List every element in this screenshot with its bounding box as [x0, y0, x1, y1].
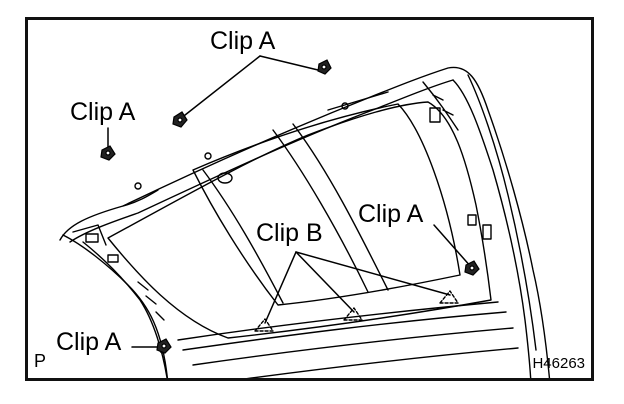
- lid-outer-edge: [59, 66, 551, 378]
- clip-a-icon-top-left: [172, 111, 188, 128]
- left-hinge: [62, 234, 169, 378]
- leader-clip-a-top-left: [179, 55, 261, 120]
- leader-clip-b-1: [264, 251, 297, 324]
- leader-clip-a-right: [433, 224, 473, 269]
- inner-crease-3: [202, 169, 284, 304]
- top-panel-detail: [122, 91, 389, 207]
- clip-b-mark-1: [254, 318, 274, 332]
- trunk-lid-illustration: [59, 55, 551, 378]
- leader-clip-b-2: [295, 251, 355, 313]
- clip-a-icon-top-right: [317, 59, 332, 75]
- label-clip-a-left: Clip A: [70, 98, 136, 126]
- leader-clip-b-3: [295, 251, 451, 296]
- clip-b-mark-3: [439, 290, 459, 304]
- left-hinge-2: [82, 241, 168, 378]
- label-clip-a-bottom: Clip A: [56, 328, 122, 356]
- lid-right-flange-2: [467, 74, 537, 351]
- figure-id: H46263: [532, 355, 585, 372]
- inner-crease-2: [292, 123, 389, 291]
- leader-clip-a-top-right: [259, 55, 319, 71]
- insulator-outline: [107, 101, 492, 339]
- bottom-rail-3: [192, 327, 514, 366]
- label-clip-a-top: Clip A: [210, 27, 276, 55]
- lid-right-flange: [452, 79, 532, 378]
- bottom-rail-2: [182, 311, 507, 351]
- clip-b-mark-2: [343, 307, 363, 321]
- bottom-rail-1: [177, 301, 499, 341]
- label-clip-b: Clip B: [256, 219, 323, 247]
- inner-panel: [192, 103, 461, 306]
- inner-crease-1: [272, 129, 369, 293]
- corner-marker: P: [34, 351, 47, 371]
- insulator-hole: [217, 172, 233, 184]
- right-hinge: [422, 81, 459, 131]
- bottom-rail-4: [246, 347, 519, 378]
- label-clip-a-right: Clip A: [358, 200, 424, 228]
- clip-a-icon-left: [100, 145, 116, 161]
- clip-a-icon-bottom: [156, 338, 172, 354]
- clip-a-icon-right: [464, 260, 480, 276]
- diagram-frame: Clip A Clip A Clip A Clip B Clip A P H46…: [25, 17, 594, 381]
- left-hinge-3: [72, 224, 107, 246]
